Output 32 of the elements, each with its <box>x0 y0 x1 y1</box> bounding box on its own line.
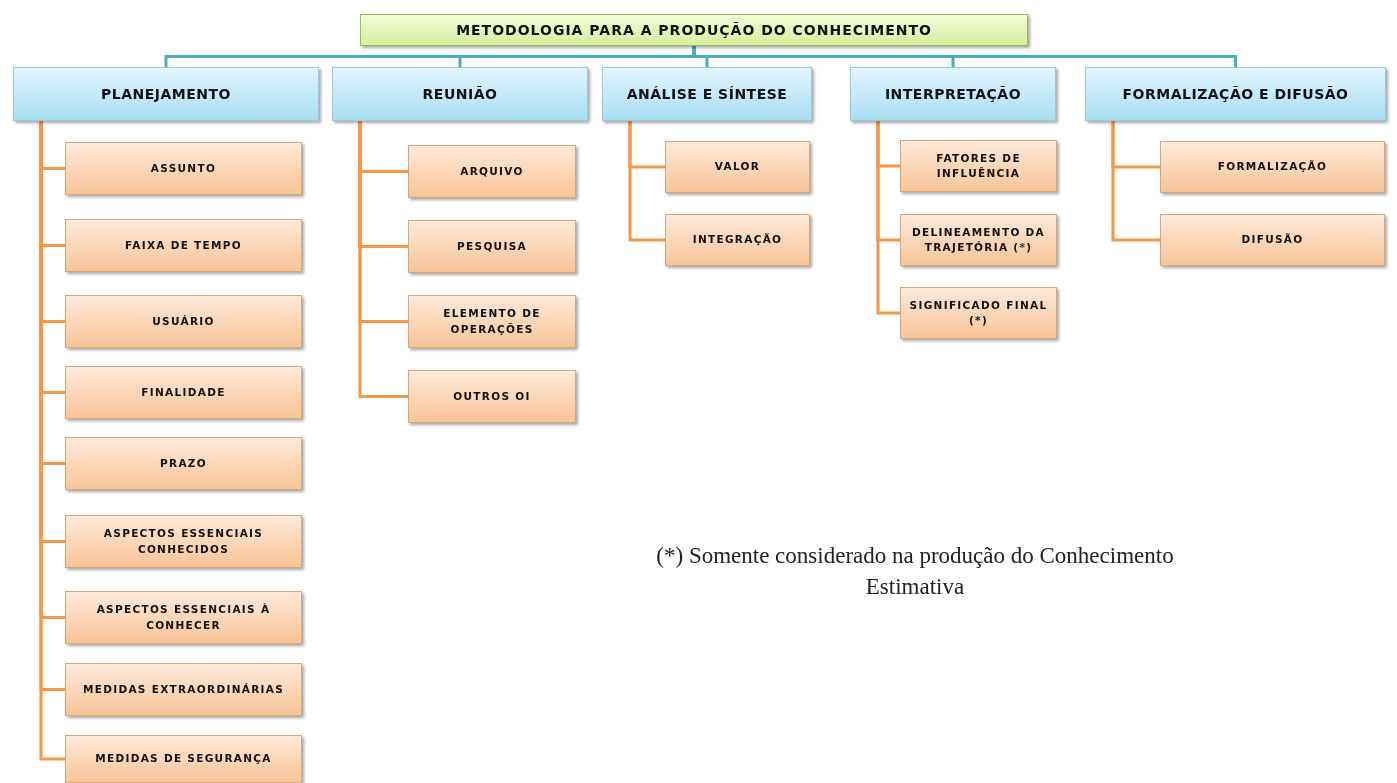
item-box: ASSUNTO <box>65 142 302 195</box>
category-box: PLANEJAMENTO <box>13 67 319 121</box>
item-box: DELINEAMENTO DA TRAJETÓRIA (*) <box>900 214 1057 266</box>
connector-line <box>692 46 1237 67</box>
item-box: ELEMENTO DE OPERAÇÕES <box>408 295 576 348</box>
item-box: FINALIDADE <box>65 366 302 419</box>
connector-line <box>876 121 900 315</box>
item-box: VALOR <box>665 141 810 193</box>
item-box: INTEGRAÇÃO <box>665 214 810 266</box>
item-box: ARQUIVO <box>408 145 576 198</box>
item-box: ASPECTOS ESSENCIAIS À CONHECER <box>65 591 302 644</box>
title-box: METODOLOGIA PARA A PRODUÇÃO DO CONHECIMENTO <box>360 14 1028 46</box>
item-box: FATORES DE INFLUÊNCIA <box>900 140 1057 192</box>
item-box: ASPECTOS ESSENCIAIS CONHECIDOS <box>65 515 302 568</box>
item-box: DIFUSÃO <box>1160 214 1385 266</box>
item-box: FAIXA DE TEMPO <box>65 219 302 272</box>
item-box: FORMALIZAÇÃO <box>1160 141 1385 193</box>
item-box: PRAZO <box>65 437 302 490</box>
item-box: SIGNIFICADO FINAL (*) <box>900 287 1057 339</box>
footnote: (*) Somente considerado na produção do Conhecimento Estimativa <box>655 542 1175 602</box>
connector-line <box>628 121 665 242</box>
item-box: USUÁRIO <box>65 295 302 348</box>
item-box: OUTROS OI <box>408 370 576 423</box>
item-box: PESQUISA <box>408 220 576 273</box>
category-box: REUNIÃO <box>332 67 588 121</box>
category-box: ANÁLISE E SÍNTESE <box>602 67 812 121</box>
item-box: MEDIDAS DE SEGURANÇA <box>65 735 302 783</box>
connector-line <box>1111 121 1160 242</box>
item-box: MEDIDAS EXTRAORDINÁRIAS <box>65 663 302 716</box>
category-box: INTERPRETAÇÃO <box>850 67 1056 121</box>
connector-line <box>358 121 408 398</box>
category-box: FORMALIZAÇÃO E DIFUSÃO <box>1085 67 1386 121</box>
